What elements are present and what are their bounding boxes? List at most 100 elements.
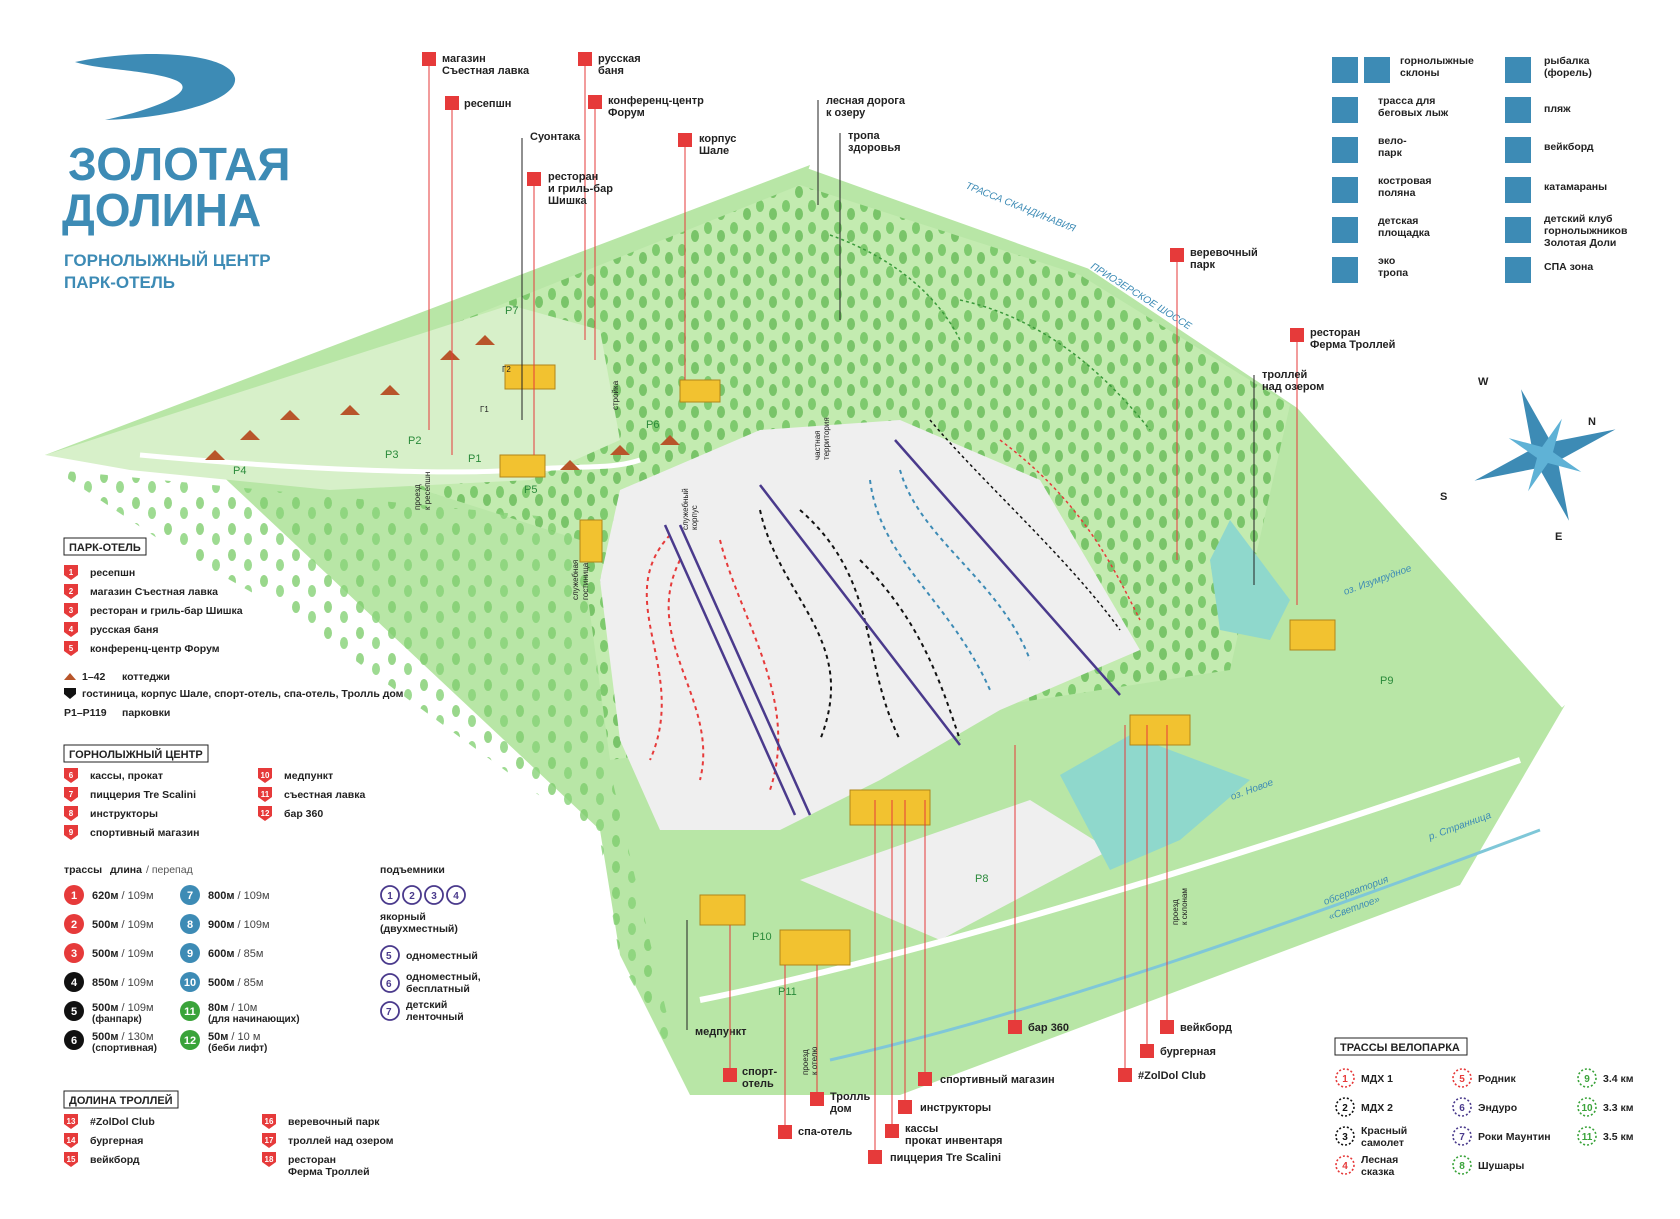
- label-pizzeria[interactable]: пиццерия Tre Scalini: [868, 800, 1001, 1164]
- svg-text:17: 17: [265, 1136, 274, 1145]
- label-zoldol-club[interactable]: #ZolDol Club: [1118, 725, 1206, 1082]
- svg-text:500м / 109м: 500м / 109м: [92, 919, 154, 931]
- label-bar360[interactable]: бар 360: [1008, 745, 1069, 1034]
- cottage: [205, 450, 225, 460]
- parking-p8-area: [800, 800, 1110, 940]
- staff-hotel: служебная: [571, 560, 580, 600]
- svg-text:3: 3: [1342, 1132, 1348, 1143]
- svg-text:бесплатный: бесплатный: [406, 983, 470, 995]
- legend-marker-icon: 9: [64, 825, 78, 840]
- ski-center-item: бар 360: [284, 808, 323, 820]
- label-instructors[interactable]: инструкторы: [898, 800, 991, 1114]
- legend-marker-icon: 15: [64, 1152, 78, 1167]
- svg-text:10: 10: [1581, 1103, 1593, 1114]
- svg-text:Лесная: Лесная: [1361, 1154, 1398, 1166]
- legend-marker-icon: 11: [258, 787, 272, 802]
- bike-trail-icon: [1452, 1068, 1472, 1088]
- svg-text:7: 7: [386, 1007, 392, 1018]
- cottage: [610, 445, 630, 455]
- svg-text:(для начинающих): (для начинающих): [208, 1014, 300, 1025]
- ski-slope-icon: [1332, 57, 1358, 83]
- hotel-g2: Г2: [502, 365, 511, 374]
- parking-p6: P6: [646, 419, 659, 431]
- cottage: [380, 385, 400, 395]
- passage-reception: проезд: [413, 484, 422, 510]
- svg-text:3.4 км: 3.4 км: [1603, 1073, 1634, 1085]
- building-spa-hotel: [779, 929, 851, 966]
- svg-text:800м / 109м: 800м / 109м: [208, 890, 270, 902]
- legend-marker-icon: 1: [64, 565, 78, 580]
- svg-text:спортивный магазин: спортивный магазин: [940, 1074, 1055, 1086]
- label-reception[interactable]: ресепшн: [445, 96, 511, 455]
- label-wakeboard[interactable]: вейкборд: [1160, 725, 1232, 1034]
- svg-text:кассы: кассы: [905, 1123, 938, 1135]
- svg-text:спорт-: спорт-: [742, 1066, 777, 1078]
- svg-text:(фанпарк): (фанпарк): [92, 1013, 142, 1025]
- svg-text:500м / 130м: 500м / 130м: [92, 1031, 154, 1043]
- svg-text:6: 6: [71, 1035, 77, 1047]
- svg-text:вейкборд: вейкборд: [1180, 1022, 1232, 1034]
- svg-text:6: 6: [1459, 1103, 1465, 1114]
- svg-text:поляна: поляна: [1378, 187, 1416, 199]
- bike-trail-icon: [1335, 1155, 1355, 1175]
- svg-text:бар 360: бар 360: [1028, 1022, 1069, 1034]
- svg-text:3: 3: [71, 948, 77, 960]
- label-spa-hotel[interactable]: спа-отель: [778, 965, 852, 1139]
- svg-text:конференц-центр: конференц-центр: [608, 95, 704, 107]
- park-hotel-item: магазин Съестная лавка: [90, 586, 218, 598]
- svg-text:Тролль: Тролль: [830, 1091, 870, 1103]
- compass-s: S: [1440, 491, 1447, 503]
- parking-p9: P9: [1380, 675, 1393, 687]
- label-medpoint[interactable]: медпункт: [686, 920, 747, 1038]
- svg-text:5: 5: [1459, 1074, 1465, 1085]
- svg-text:4: 4: [453, 891, 459, 902]
- svg-text:эко: эко: [1378, 255, 1395, 267]
- legend-marker-icon: 5: [64, 641, 78, 656]
- svg-text:13: 13: [67, 1117, 76, 1126]
- label-sport-shop[interactable]: спортивный магазин: [918, 800, 1055, 1086]
- bike-trail-icon: [1452, 1155, 1472, 1175]
- svg-text:1: 1: [387, 891, 393, 902]
- svg-text:2: 2: [69, 587, 74, 596]
- svg-text:1: 1: [71, 890, 77, 902]
- svg-text:ГОРНОЛЫЖНЫЙ ЦЕНТР: ГОРНОЛЫЖНЫЙ ЦЕНТР: [69, 748, 203, 761]
- ski-center-item: кассы, прокат: [90, 770, 163, 782]
- forest-left: [55, 470, 680, 1070]
- label-suontaka[interactable]: Суонтака: [521, 131, 581, 420]
- svg-text:ПАРК-ОТЕЛЬ: ПАРК-ОТЕЛЬ: [69, 542, 141, 554]
- label-burger[interactable]: бургерная: [1140, 725, 1216, 1058]
- svg-text:18: 18: [265, 1155, 274, 1164]
- wakeboard-icon: [1505, 137, 1531, 163]
- svg-text:1–42: 1–42: [82, 671, 106, 683]
- svg-text:ленточный: ленточный: [406, 1011, 464, 1023]
- trail-6: [859, 559, 961, 741]
- svg-text:Шале: Шале: [699, 145, 729, 157]
- lake-novoe-label: оз. Новое: [1229, 777, 1275, 803]
- cottage: [240, 430, 260, 440]
- label-sport-hotel[interactable]: спорт-отель: [723, 925, 777, 1090]
- ski-center-item: съестная лавка: [284, 789, 365, 801]
- cottage: [340, 405, 360, 415]
- svg-text:СПА зона: СПА зона: [1544, 261, 1593, 273]
- svg-text:850м / 109м: 850м / 109м: [92, 977, 154, 989]
- svg-text:Роки Маунтин: Роки Маунтин: [1478, 1131, 1551, 1143]
- passage-hotel: проезд: [801, 1049, 810, 1075]
